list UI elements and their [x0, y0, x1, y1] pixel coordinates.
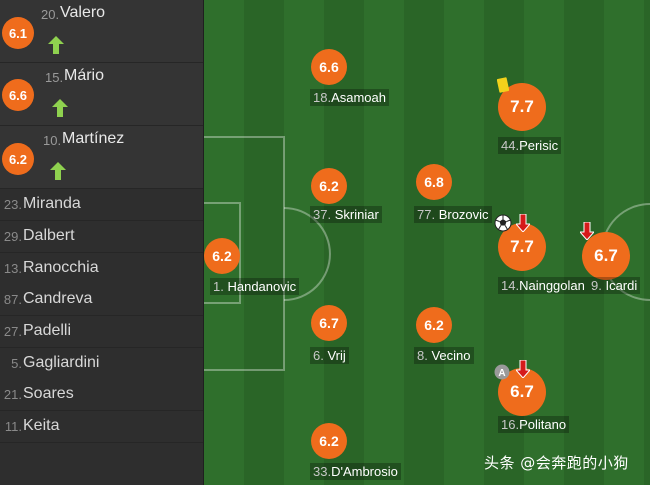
player-name: Perisic — [519, 138, 559, 153]
player-number: 33. — [313, 464, 332, 479]
player-number: 77. — [417, 207, 436, 222]
assist-icon: A — [494, 364, 510, 380]
rating-badge: 6.7 — [311, 305, 347, 341]
player-name: Soares — [23, 385, 74, 402]
player-number: 23. — [3, 197, 22, 212]
player-label: 8. Vecino — [414, 347, 474, 364]
sub-in-arrow-icon — [52, 99, 68, 117]
player-label: 6. Vrij — [310, 347, 349, 364]
pitch: 6.2 1. Handanovic 6.6 18.Asamoah 6.2 37.… — [204, 0, 650, 485]
rating-badge: 6.2 — [416, 307, 452, 343]
bench-row[interactable]: 87. Candreva — [0, 284, 203, 316]
player-number: 21. — [3, 387, 22, 402]
watermark: 头条 @会奔跑的小狗 — [484, 454, 629, 472]
substitute-row[interactable]: 6.1 20. Valero — [0, 0, 203, 63]
player-number: 27. — [3, 324, 22, 339]
rating-badge: 6.2 — [311, 168, 347, 204]
rating-badge: 6.2 — [2, 143, 34, 175]
player-number: 8. — [417, 348, 428, 363]
player-name: D'Ambrosio — [331, 464, 398, 479]
player-number: 13. — [3, 261, 22, 276]
player-name: Candreva — [23, 290, 93, 307]
player-label: 33.D'Ambrosio — [310, 463, 401, 480]
player-label: 44.Perisic — [498, 137, 562, 154]
sub-in-arrow-icon — [48, 36, 64, 54]
player-name: Vecino — [431, 348, 471, 363]
player-name: Vrij — [327, 348, 346, 363]
rating-badge: 6.8 — [416, 164, 452, 200]
player-name: Valero — [60, 4, 106, 21]
bench-row[interactable]: 13. Ranocchia — [0, 253, 203, 285]
rating-badge: 6.1 — [2, 17, 34, 49]
football-goal-icon — [494, 214, 512, 232]
player-number: 87. — [3, 292, 22, 307]
bench-row[interactable]: 27. Padelli — [0, 316, 203, 348]
player-number: 11. — [4, 419, 22, 434]
sub-in-arrow-icon — [50, 162, 66, 180]
rating-badge: 6.7 — [582, 232, 630, 280]
bench-row[interactable]: 23. Miranda — [0, 189, 203, 221]
substitute-row[interactable]: 6.2 10. Martínez — [0, 126, 203, 189]
player-name: Miranda — [23, 195, 81, 212]
bench-row[interactable]: 21. Soares — [0, 379, 203, 411]
player-number: 15. — [45, 70, 64, 85]
player-number: 5. — [11, 356, 22, 371]
player-name: Keita — [23, 417, 60, 434]
pitch-markings — [204, 136, 650, 371]
player-name: Skriniar — [334, 207, 379, 222]
rating-badge: 6.2 — [204, 238, 240, 274]
player-name: Handanovic — [227, 279, 297, 294]
player-number: 37. — [313, 207, 332, 222]
player-number: 9. — [591, 278, 602, 293]
player-name: Dalbert — [23, 227, 75, 244]
player-name: Ranocchia — [23, 259, 99, 276]
rating-badge: 6.2 — [311, 423, 347, 459]
player-label: 1. Handanovic — [210, 278, 300, 295]
player-number: 16. — [501, 417, 520, 432]
substitute-row[interactable]: 6.6 15. Mário — [0, 63, 203, 126]
player-number: 14. — [501, 278, 520, 293]
yellow-card-icon — [497, 77, 509, 93]
bench-row[interactable]: 11. Keita — [0, 411, 203, 443]
player-name: Nainggolan — [519, 278, 585, 293]
player-name: Gagliardini — [23, 354, 100, 371]
player-label: 9. Icardi — [588, 277, 641, 294]
bench-row[interactable]: 5. Gagliardini — [0, 348, 203, 380]
player-number: 29. — [3, 229, 22, 244]
player-number: 10. — [43, 133, 62, 148]
assist-letter: A — [498, 368, 505, 379]
player-name: Mário — [64, 67, 105, 84]
player-name: Politano — [519, 417, 567, 432]
player-label: 77. Brozovic — [414, 206, 492, 223]
player-name: Asamoah — [331, 90, 386, 105]
player-label: 16.Politano — [498, 416, 570, 433]
player-name: Padelli — [23, 322, 72, 339]
player-number: 20. — [41, 7, 60, 22]
player-number: 1. — [213, 279, 224, 294]
substitutes-panel: 6.1 20. Valero 6.6 15. Mário 6.2 10. Mar… — [0, 0, 204, 485]
bench-row[interactable]: 29. Dalbert — [0, 221, 203, 253]
rating-badge: 6.6 — [311, 49, 347, 85]
player-number: 6. — [313, 348, 324, 363]
player-label: 18.Asamoah — [310, 89, 389, 106]
sub-out-arrow-icon — [516, 360, 530, 378]
sub-out-arrow-icon — [580, 222, 594, 240]
player-name: Brozovic — [438, 207, 489, 222]
player-label: 14.Nainggolan — [498, 277, 588, 294]
player-number: 44. — [501, 138, 520, 153]
player-number: 18. — [313, 90, 332, 105]
player-label: 37. Skriniar — [310, 206, 382, 223]
player-name: Icardi — [605, 278, 638, 293]
player-name: Martínez — [62, 130, 125, 147]
sub-out-arrow-icon — [516, 214, 530, 232]
rating-badge: 6.6 — [2, 79, 34, 111]
